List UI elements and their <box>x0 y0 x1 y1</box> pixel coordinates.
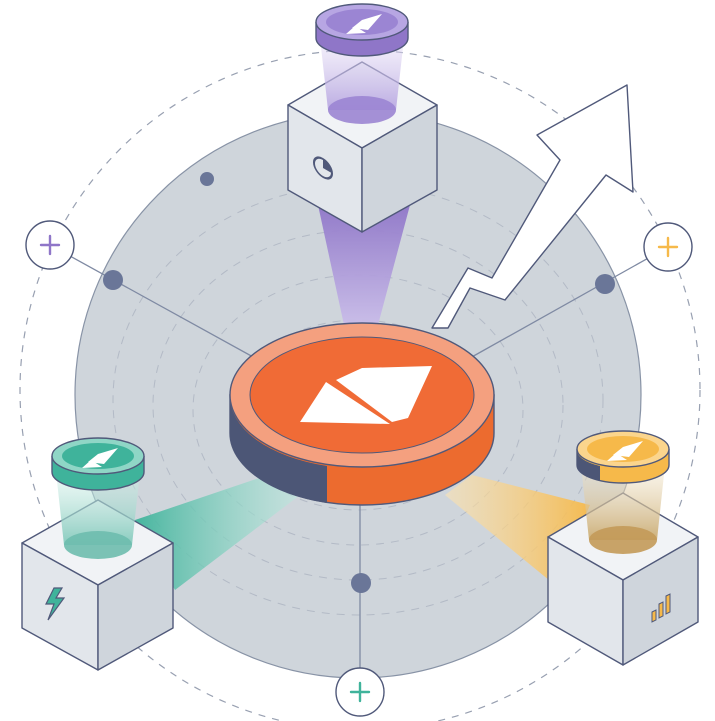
right-cup <box>576 430 670 554</box>
ethereum-logo-icon <box>300 366 432 424</box>
central-platform <box>229 322 495 506</box>
node-dot-orbit <box>200 172 214 186</box>
connector-lines <box>49 244 669 690</box>
plus-icon <box>39 234 61 256</box>
node-dot-bottom <box>351 573 371 593</box>
lightning-bolt-icon <box>45 587 66 621</box>
plus-icon <box>349 681 371 703</box>
bar-chart-icon <box>651 593 671 623</box>
trend-arrow-icon <box>431 84 634 329</box>
plus-node-left <box>25 220 75 270</box>
ethereum-logo-icon <box>607 441 643 461</box>
purple-beam <box>318 205 410 325</box>
ethereum-logo-icon <box>82 448 118 468</box>
left-cup <box>51 437 145 559</box>
ethereum-logo-icon <box>346 14 382 34</box>
plus-node-right <box>643 222 693 272</box>
top-cup <box>315 3 409 124</box>
pie-chart-icon <box>313 156 333 180</box>
teal-beam <box>135 475 300 590</box>
plus-node-bottom <box>335 667 385 717</box>
node-dot-left <box>103 270 123 290</box>
node-dot-right <box>595 274 615 294</box>
plus-icon <box>657 236 679 258</box>
